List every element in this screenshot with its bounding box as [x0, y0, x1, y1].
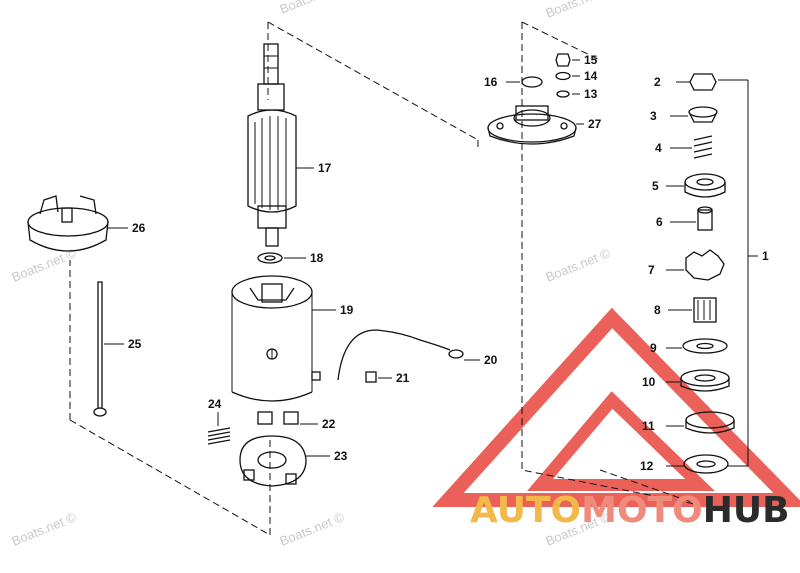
brand-moto: MOTO [581, 490, 703, 531]
brand-wordmark: AUTOMOTOHUB [470, 490, 790, 531]
callout-13: 13 [584, 87, 598, 101]
callout-labels: 1 2 3 4 5 6 7 8 9 10 11 12 13 14 15 16 1… [128, 53, 769, 473]
callout-8: 8 [654, 303, 661, 317]
armature-part [247, 43, 314, 247]
callout-26: 26 [132, 221, 146, 235]
watermark: Boats.net © [278, 0, 347, 17]
small-hardware-stack [506, 53, 580, 98]
brush-plate-part [239, 435, 330, 487]
callout-23: 23 [334, 449, 348, 463]
callout-21: 21 [396, 371, 410, 385]
brand-text: AUTOMOTOHUB [470, 490, 790, 531]
callout-3: 3 [650, 109, 657, 123]
cable-part [337, 329, 480, 381]
drive-components [666, 73, 758, 474]
washer-part [556, 90, 570, 98]
watermark: Boats.net © [278, 509, 347, 549]
watermark: Boats.net © [544, 0, 613, 21]
callout-22: 22 [322, 417, 336, 431]
callout-20: 20 [484, 353, 498, 367]
callout-24: 24 [208, 397, 222, 411]
watermark: Boats.net © [10, 509, 79, 549]
callout-7: 7 [648, 263, 655, 277]
callout-19: 19 [340, 303, 354, 317]
callout-14: 14 [584, 69, 598, 83]
clip-part [365, 371, 392, 383]
callout-15: 15 [584, 53, 598, 67]
callout-11: 11 [642, 419, 655, 433]
callout-16: 16 [484, 75, 498, 89]
brush-spring-part [207, 412, 231, 445]
field-frame-part [231, 275, 336, 402]
callout-6: 6 [656, 215, 663, 229]
callout-18: 18 [310, 251, 324, 265]
assembly-outline [69, 21, 701, 536]
callout-4: 4 [655, 141, 662, 155]
logo-triangle-inner [527, 391, 715, 491]
nut-part [555, 53, 571, 67]
callout-9: 9 [650, 341, 657, 355]
callout-1: 1 [762, 249, 769, 263]
callout-12: 12 [640, 459, 654, 473]
callout-17: 17 [318, 161, 332, 175]
brand-logo-mark [432, 307, 800, 507]
thrust-washer-part [257, 252, 306, 264]
end-cap-part [27, 195, 128, 252]
callout-10: 10 [642, 375, 656, 389]
logo-triangle-outer [432, 307, 800, 507]
callout-25: 25 [128, 337, 142, 351]
callout-2: 2 [654, 75, 661, 89]
callout-5: 5 [652, 179, 659, 193]
o-ring-part [521, 76, 543, 88]
callout-27: 27 [588, 117, 602, 131]
flange-cap-part [487, 105, 584, 145]
brand-auto: AUTO [470, 490, 581, 531]
through-bolt-part [93, 281, 124, 417]
brushes-part [257, 411, 318, 425]
brand-hub: HUB [703, 490, 790, 531]
watermark: Boats.net © [544, 245, 613, 285]
lock-washer-part [555, 71, 571, 81]
